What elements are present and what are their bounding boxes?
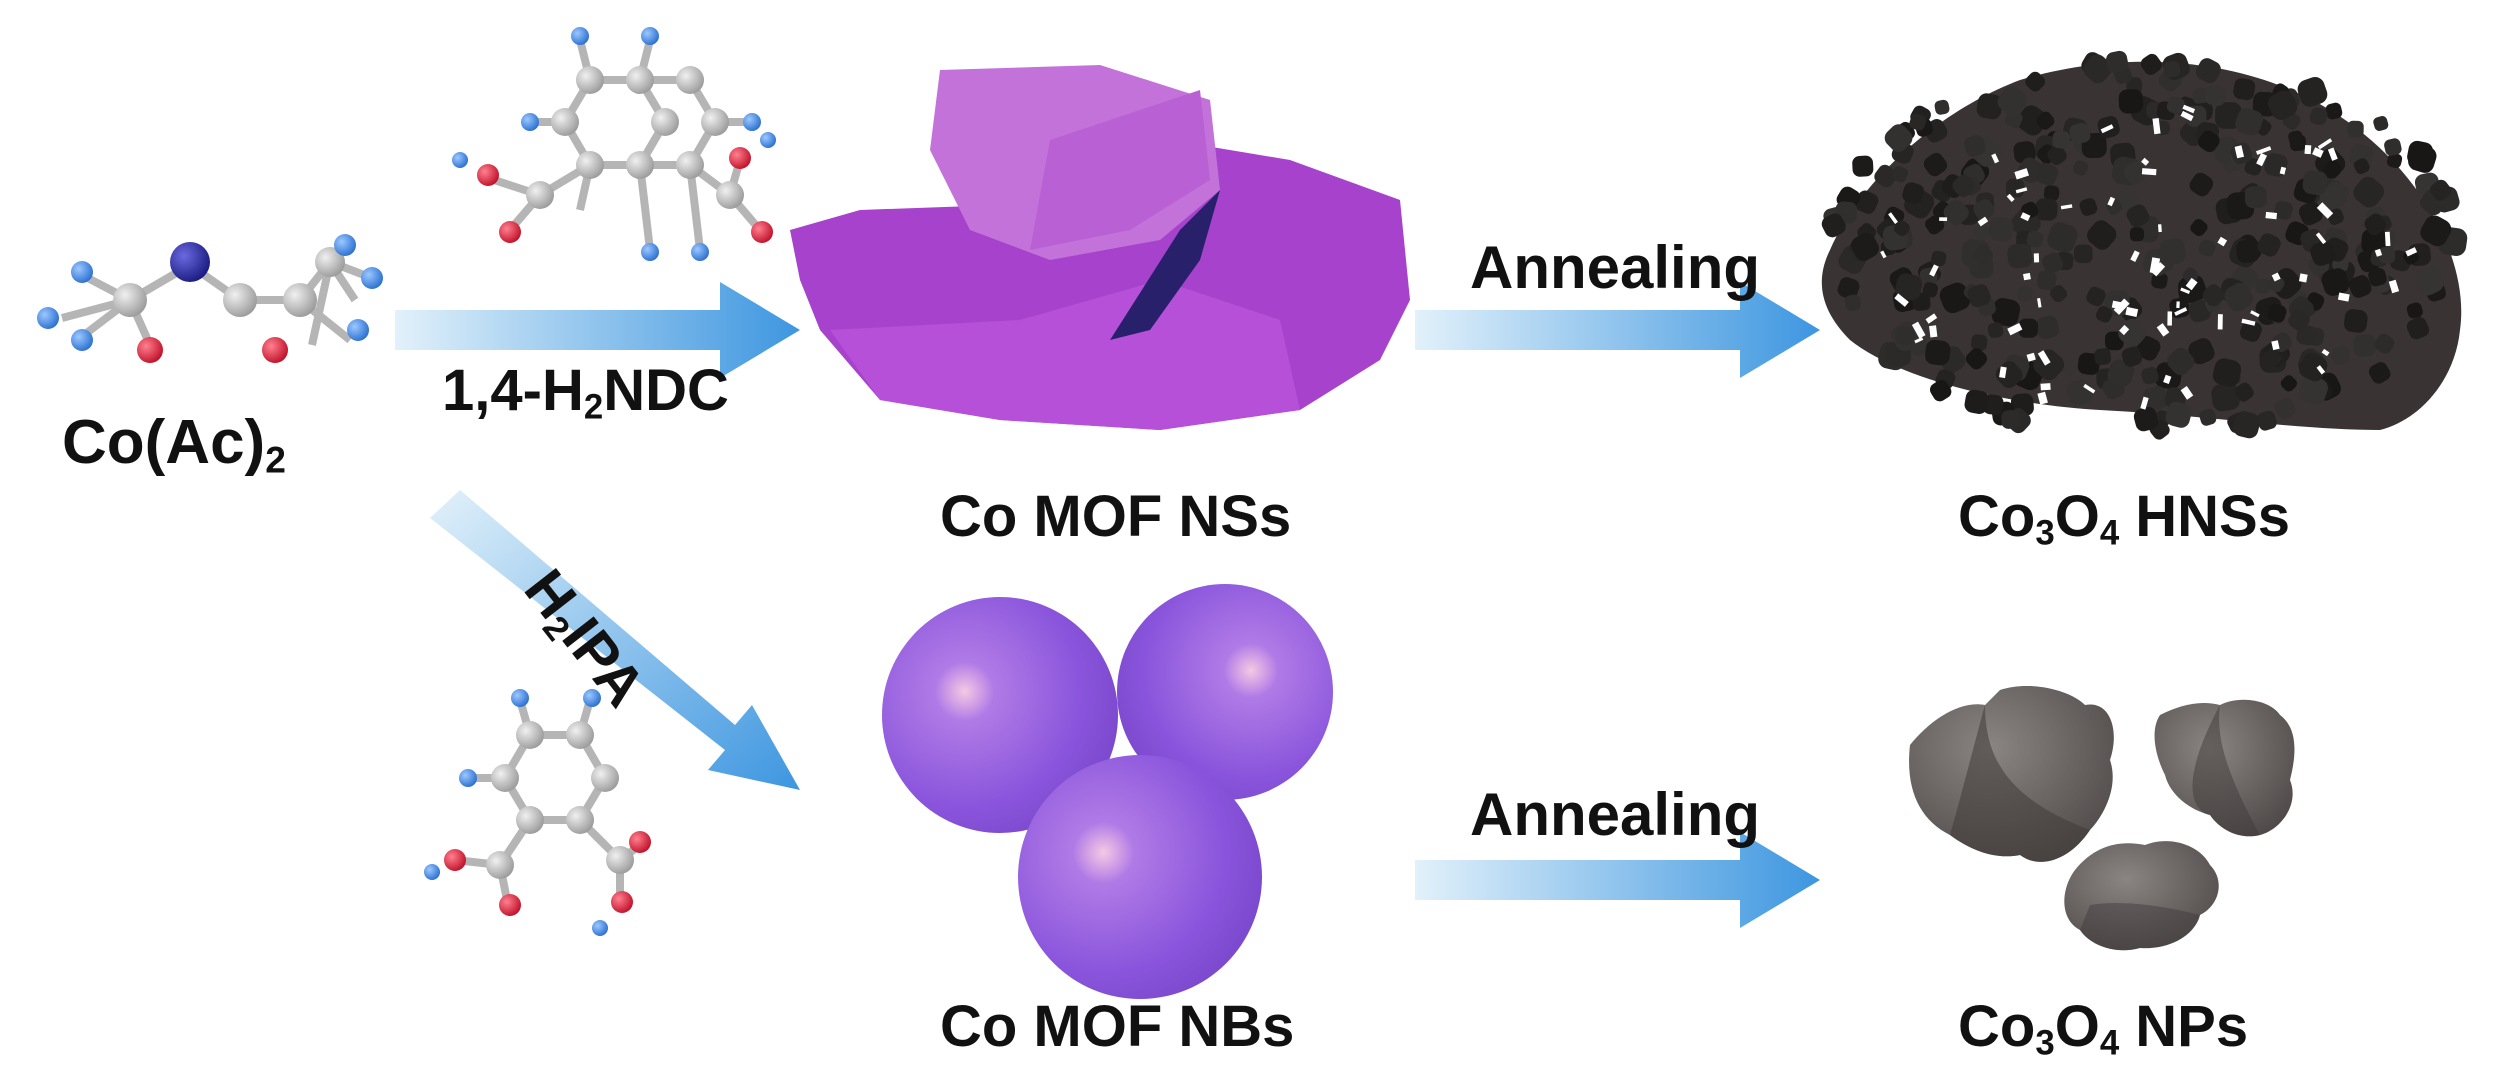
- co3o4-nps-label: Co3O4 NPs: [1958, 994, 2249, 1063]
- co-mof-nanosheets: [790, 65, 1410, 430]
- reactant-label: Co(Ac)2: [62, 408, 286, 481]
- ipa-molecule: [424, 689, 651, 936]
- co3o4-hollow-nanosheets: [1821, 50, 2468, 440]
- co-mof-nbs-label: Co MOF NBs: [940, 994, 1295, 1059]
- co3o4-nanoparticles: [1909, 685, 2295, 951]
- arrow-annealing-top: [1415, 282, 1820, 378]
- co-mof-nanoballs: [882, 584, 1333, 999]
- arrow-annealing-bottom: [1415, 832, 1820, 928]
- co3o4-hnss-label: Co3O4 HNSs: [1958, 484, 2290, 553]
- ndc-molecule: [452, 27, 776, 261]
- arrow-synthesis-top: [395, 282, 800, 378]
- arrow-synthesis-bottom: [430, 490, 800, 790]
- ligand-ndc-label: 1,4-H2NDC: [442, 358, 729, 427]
- annealing-top-label: Annealing: [1470, 234, 1761, 301]
- annealing-bottom-label: Annealing: [1470, 781, 1761, 848]
- co-mof-nss-label: Co MOF NSs: [940, 484, 1292, 549]
- cobalt-acetate-molecule: [37, 234, 383, 363]
